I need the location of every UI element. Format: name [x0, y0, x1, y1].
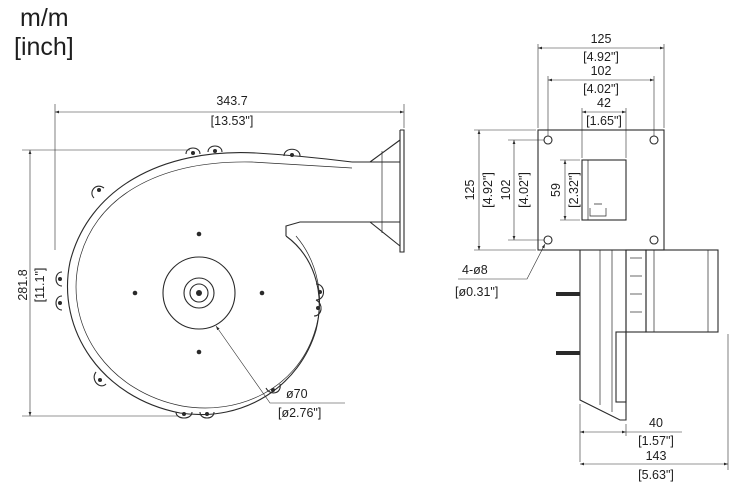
hole-spacing-h-inch: [4.02"]	[583, 82, 619, 96]
outlet-opening	[581, 159, 627, 221]
outlet-height-inch: [2.32"]	[567, 172, 581, 208]
motor-hub	[183, 277, 215, 309]
motor-depth-inch: [1.57"]	[638, 434, 674, 448]
front-view: 343.7 [13.53"] 281.8 [11.1"] ø70 [ø2.76"…	[16, 94, 405, 420]
outlet-height-mm: 59	[549, 183, 563, 197]
overall-width-inch: [13.53"]	[211, 114, 254, 128]
flange-plate	[537, 129, 665, 251]
flange-view: 125 [4.92"] 102 [4.02"] 42 [1.65"] 125 […	[455, 32, 729, 482]
mounting-hole	[649, 235, 659, 245]
outlet-width-mm: 42	[597, 96, 611, 110]
mounting-hole	[543, 135, 553, 145]
hole-spacing-h-mm: 102	[591, 64, 612, 78]
flange-width-mm: 125	[591, 32, 612, 46]
flange-width-inch: [4.92"]	[583, 50, 619, 64]
hole-spacing-v-mm: 102	[499, 180, 513, 201]
flange-height-mm: 125	[463, 180, 477, 201]
flange-height-inch: [4.92"]	[481, 172, 495, 208]
overall-height-inch: [11.1"]	[33, 268, 47, 303]
overall-depth-mm: 143	[646, 449, 667, 463]
units-metric: m/m	[20, 4, 69, 32]
motor-body	[556, 249, 719, 421]
units-imperial: [inch]	[14, 33, 74, 61]
mounting-holes-inch: [ø0.31"]	[455, 285, 498, 299]
overall-depth-inch: [5.63"]	[638, 468, 674, 482]
discharge-duct	[352, 129, 405, 253]
mounting-hole	[543, 235, 553, 245]
inlet-diameter-mm: ø70	[286, 387, 308, 401]
motor-depth-mm: 40	[649, 416, 663, 430]
mounting-hole	[649, 135, 659, 145]
outlet-width-inch: [1.65"]	[586, 114, 622, 128]
overall-width-mm: 343.7	[216, 94, 247, 108]
inlet-diameter-inch: [ø2.76"]	[278, 406, 321, 420]
overall-height-mm: 281.8	[16, 269, 30, 300]
hole-spacing-v-inch: [4.02"]	[517, 172, 531, 208]
mounting-holes-mm: 4-ø8	[462, 263, 488, 277]
inlet-ring	[162, 256, 236, 330]
